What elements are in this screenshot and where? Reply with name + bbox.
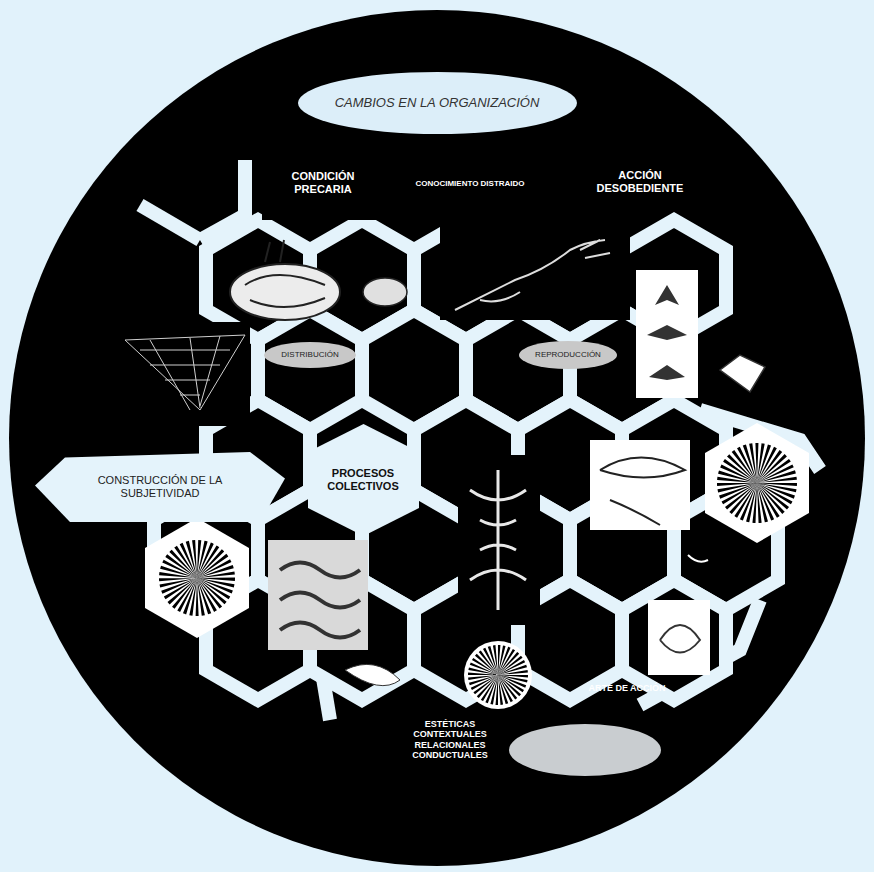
- theme-band: CONSTRUCCIÓN DE LA SUBJETIVIDAD: [35, 452, 285, 522]
- node-fill: [308, 424, 419, 536]
- theme-label: ACCIÓN DESOBEDIENTE: [580, 169, 700, 194]
- theme-label: CONDICIÓN PRECARIA: [268, 170, 378, 195]
- node-text: REPRODUCCIÓN: [535, 350, 601, 359]
- theme-label: CONOCIMIENTO DISTRAIDO: [415, 179, 525, 188]
- theme-label: ARTE DE ACCIÓN: [587, 683, 667, 693]
- node-text: CAMBIOS EN LA ORGANIZACIÓN: [335, 96, 540, 111]
- node-fill: [298, 72, 577, 134]
- category-ellipse: DISTRIBUCIÓN: [264, 342, 356, 368]
- central-hexagon: PROCESOS COLECTIVOS: [308, 424, 419, 536]
- node-text: PROCESOS COLECTIVOS: [320, 467, 406, 492]
- node-text: DISTRIBUCIÓN: [281, 350, 338, 359]
- category-ellipse: REPRODUCCIÓN: [519, 341, 617, 369]
- heading-ellipse: CAMBIOS EN LA ORGANIZACIÓN: [298, 72, 577, 134]
- node-fill: [519, 341, 617, 369]
- black-disc: [9, 10, 865, 866]
- node-fill: [35, 452, 285, 522]
- node-text: CONSTRUCCIÓN DE LA SUBJETIVIDAD: [70, 474, 250, 499]
- node-fill: [264, 342, 356, 368]
- honeycomb: [140, 160, 820, 720]
- theme-label: ESTÉTICAS CONTEXTUALES RELACIONALES COND…: [400, 719, 500, 760]
